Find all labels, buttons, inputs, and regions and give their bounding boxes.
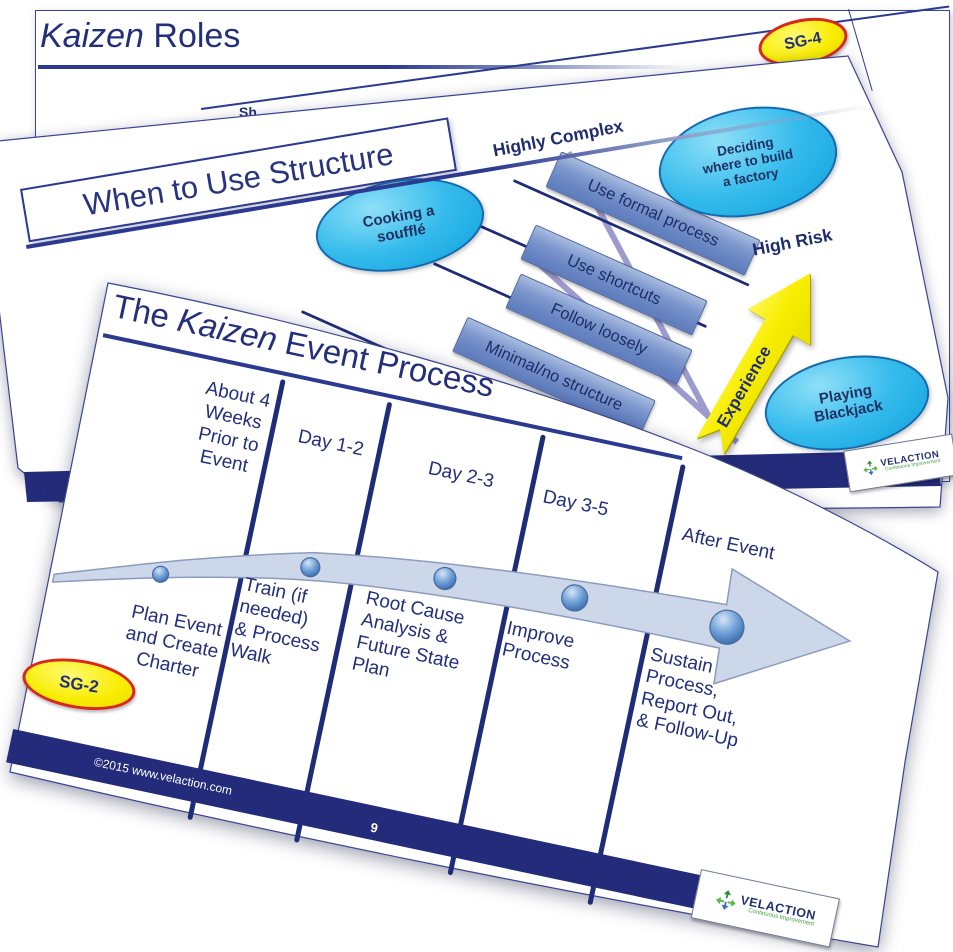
velaction-logo-front: VELACTION Continuous Improvement (690, 869, 840, 948)
timeline-arrow-band (51, 551, 852, 685)
velaction-logo-icon (863, 460, 878, 476)
timeline-dot-1 (151, 565, 170, 583)
back-title-roles: Roles (143, 17, 241, 55)
back-title-rule (38, 65, 868, 69)
front-slide-content: The Kaizen Event Process About 4 Weeks P… (0, 283, 953, 952)
timeline-dot-2 (300, 557, 321, 578)
badge-sg2-label: SG-2 (57, 671, 101, 697)
velaction-logo-icon (716, 890, 736, 910)
timeline-dot-3 (433, 566, 457, 591)
back-title-kaizen: Kaizen (40, 17, 144, 55)
velaction-logo-middle: VELACTION Continuous Improvement (843, 433, 953, 493)
back-slide-title: Kaizen Roles (40, 17, 240, 56)
timeline-dot-4 (561, 584, 589, 612)
timeline-dot-5 (709, 609, 745, 645)
phase-train: Train (if needed) & Process Walk (228, 574, 322, 670)
